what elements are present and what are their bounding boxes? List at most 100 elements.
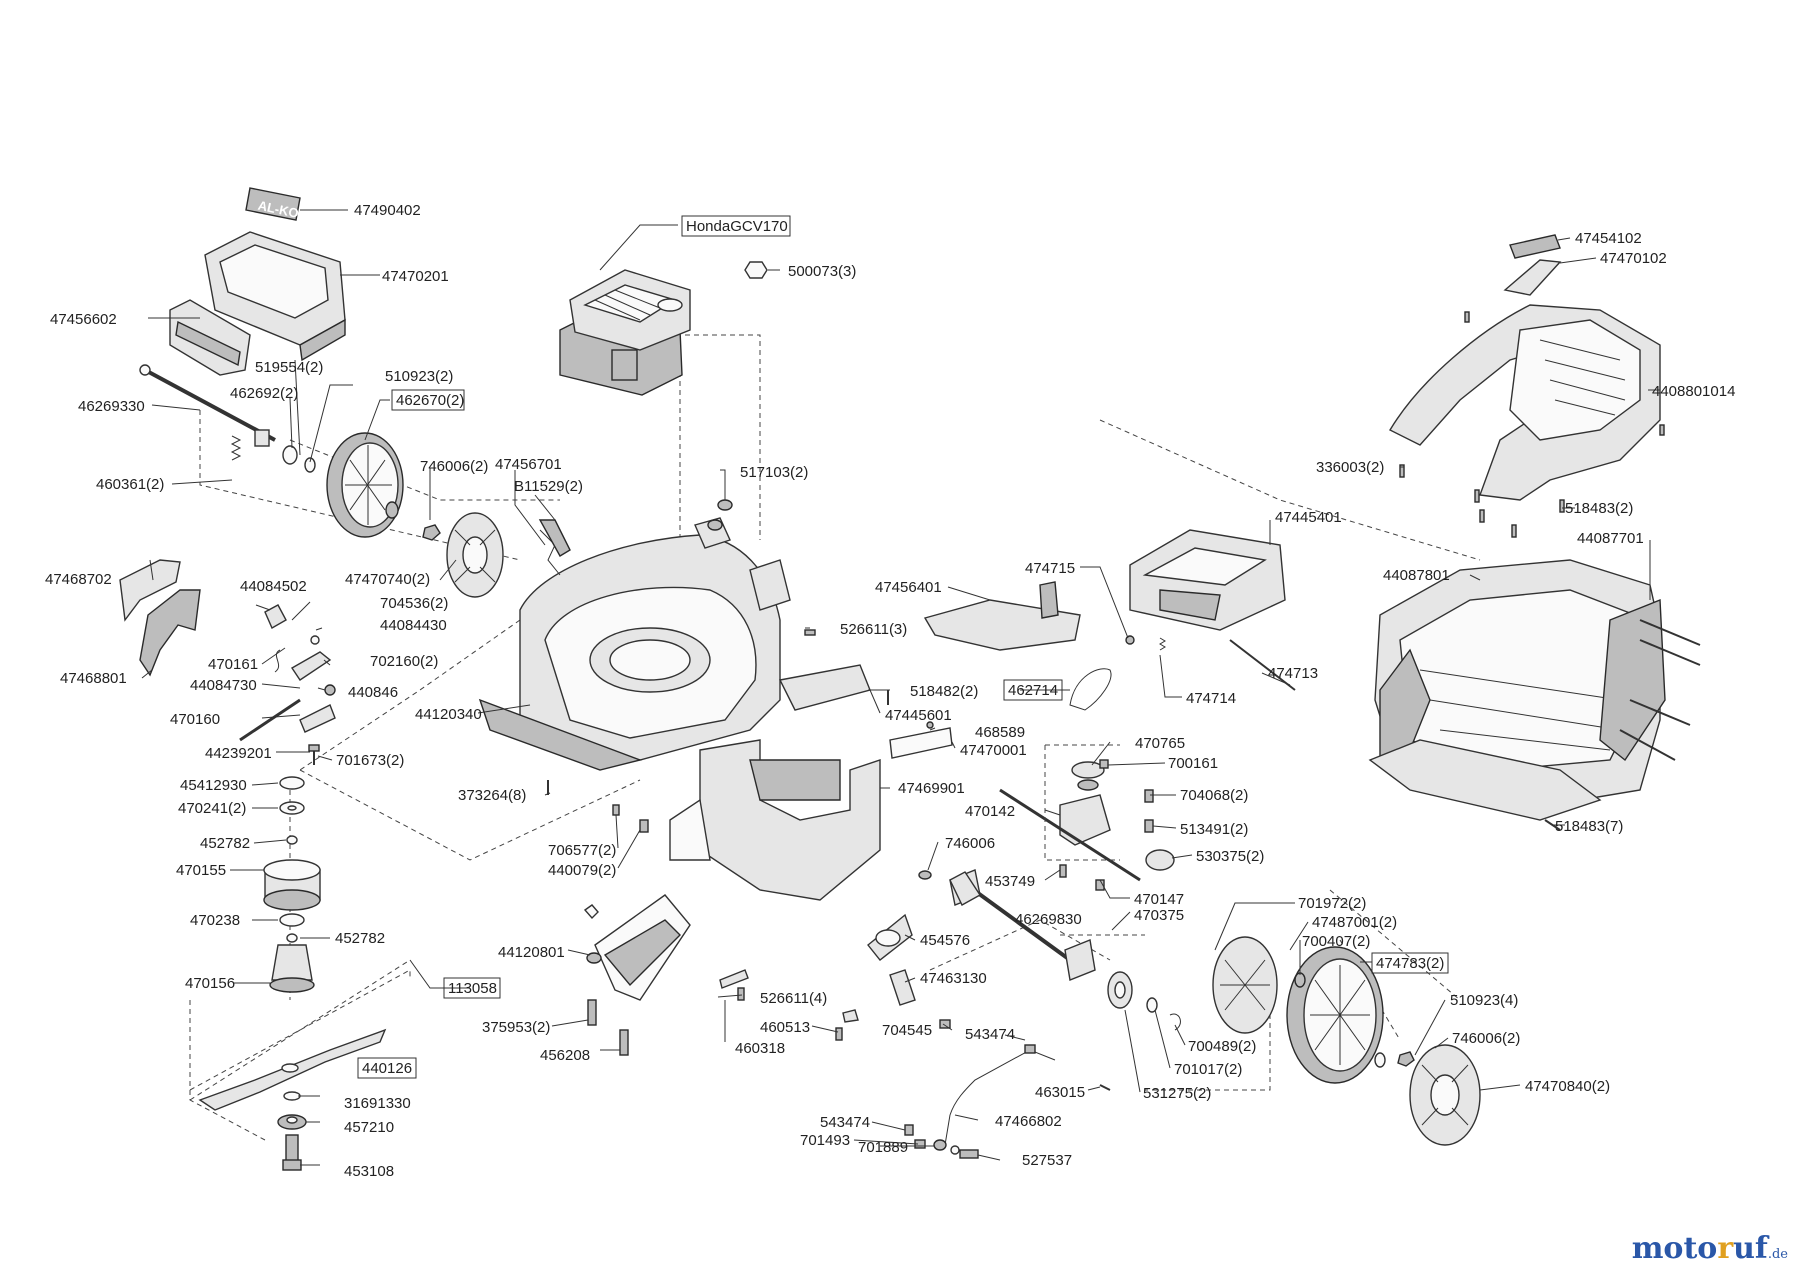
label-375953: 375953(2) xyxy=(482,1019,550,1036)
top-cover xyxy=(204,231,346,362)
label-47470840: 47470840(2) xyxy=(1525,1078,1610,1095)
label-510923a: 510923(2) xyxy=(385,368,453,385)
label-47454102: 47454102 xyxy=(1575,230,1642,247)
label-500073: 500073(3) xyxy=(788,263,856,280)
label-460361: 460361(2) xyxy=(96,476,164,493)
label-474714: 474714 xyxy=(1186,690,1236,707)
label-47466802: 47466802 xyxy=(995,1113,1062,1130)
label-47470201: 47470201 xyxy=(382,268,449,285)
rear-height-lever xyxy=(904,1044,1111,1159)
label-47490402: 47490402 xyxy=(354,202,421,219)
label-46269330: 46269330 xyxy=(78,398,145,415)
label-47445401: 47445401 xyxy=(1275,509,1342,526)
label-336003: 336003(2) xyxy=(1316,459,1384,476)
label-701493: 701493 xyxy=(800,1132,850,1149)
front-grille xyxy=(169,299,251,376)
label-701972: 701972(2) xyxy=(1298,895,1366,912)
label-47445601: 47445601 xyxy=(885,707,952,724)
label-453108: 453108 xyxy=(344,1163,394,1180)
label-527537: 527537 xyxy=(1022,1152,1072,1169)
label-460318: 460318 xyxy=(735,1040,785,1057)
label-4408801014: 4408801014 xyxy=(1652,383,1735,400)
label-526611a: 526611(3) xyxy=(840,621,907,638)
label-746006b: 746006 xyxy=(945,835,995,852)
rear-cover-47445401 xyxy=(1129,529,1286,631)
label-470155: 470155 xyxy=(176,862,226,879)
spring-460361 xyxy=(230,435,242,461)
label-44239201: 44239201 xyxy=(205,745,272,762)
label-700407: 700407(2) xyxy=(1302,933,1370,950)
chute-clips xyxy=(612,804,649,833)
label-531275: 531275(2) xyxy=(1143,1085,1211,1102)
plug-screws xyxy=(587,999,629,1056)
part-labels: 47490402 47470201 47456602 519554(2) 510… xyxy=(45,202,1735,1180)
rear-wheel xyxy=(1286,946,1384,1084)
label-543474b: 543474 xyxy=(820,1114,870,1131)
label-704068: 704068(2) xyxy=(1180,787,1248,804)
label-456208: 456208 xyxy=(540,1047,590,1064)
hub-cap-front xyxy=(446,512,504,598)
label-470241: 470241(2) xyxy=(178,800,246,817)
drive-gear-531275 xyxy=(1107,971,1181,1031)
label-440079: 440079(2) xyxy=(548,862,616,879)
deck-hardware xyxy=(538,499,816,795)
label-704545: 704545 xyxy=(882,1022,932,1039)
label-746006a: 746006(2) xyxy=(420,458,488,475)
label-701673: 701673(2) xyxy=(336,752,404,769)
label-510923b: 510923(4) xyxy=(1450,992,1518,1009)
label-45412930: 45412930 xyxy=(180,777,247,794)
label-530375: 530375(2) xyxy=(1196,848,1264,865)
label-474783: 474783(2) xyxy=(1376,955,1444,972)
label-47469901: 47469901 xyxy=(898,780,965,797)
cone-454576 xyxy=(867,913,913,961)
label-462692: 462692(2) xyxy=(230,385,298,402)
bag-screws xyxy=(1544,619,1701,831)
label-519554: 519554(2) xyxy=(255,359,323,376)
misc-hardware-center xyxy=(719,969,951,1041)
label-746006c: 746006(2) xyxy=(1452,1030,1520,1047)
brand-part1: moto xyxy=(1631,1231,1718,1266)
upper-handle xyxy=(1389,304,1665,538)
label-47463130: 47463130 xyxy=(920,970,987,987)
label-543474a: 543474 xyxy=(965,1026,1015,1043)
label-470375: 470375 xyxy=(1134,907,1184,924)
rear-chute xyxy=(669,739,881,901)
label-700489: 700489(2) xyxy=(1188,1038,1256,1055)
brand-part3: uf xyxy=(1733,1231,1768,1266)
label-470147: 470147 xyxy=(1134,891,1184,908)
label-47470102: 47470102 xyxy=(1600,250,1667,267)
label-513491: 513491(2) xyxy=(1180,821,1248,838)
rear-nut xyxy=(1374,1051,1415,1068)
label-470160: 470160 xyxy=(170,711,220,728)
label-702160: 702160(2) xyxy=(370,653,438,670)
label-526611b: 526611(4) xyxy=(760,990,827,1007)
rear-flap-47456401 xyxy=(923,581,1081,651)
label-31691330: 31691330 xyxy=(344,1095,411,1112)
label-440846: 440846 xyxy=(348,684,398,701)
label-44087701: 44087701 xyxy=(1577,530,1644,547)
label-474715: 474715 xyxy=(1025,560,1075,577)
drive-belt xyxy=(1069,668,1112,711)
label-470142: 470142 xyxy=(965,803,1015,820)
front-wheel xyxy=(326,432,404,538)
nut-746006 xyxy=(422,524,441,541)
label-44084430: 44084430 xyxy=(380,617,447,634)
brand-part2: r xyxy=(1717,1231,1734,1266)
label-boxes xyxy=(357,215,1449,1079)
label-113058: 113058 xyxy=(448,980,497,997)
label-47468702: 47468702 xyxy=(45,571,112,588)
label-704536: 704536(2) xyxy=(380,595,448,612)
watermark-brand: motoruf.de xyxy=(1632,1231,1788,1266)
label-46269830: 46269830 xyxy=(1015,911,1082,928)
rear-wheel-disc xyxy=(1212,936,1278,1034)
bracket-47463130 xyxy=(889,969,916,1006)
chute-bracket xyxy=(887,690,953,759)
label-453749: 453749 xyxy=(985,873,1035,890)
label-470156: 470156 xyxy=(185,975,235,992)
label-44087801: 44087801 xyxy=(1383,567,1450,584)
brand-tld: .de xyxy=(1767,1247,1788,1262)
label-454576: 454576 xyxy=(920,932,970,949)
label-470238: 470238 xyxy=(190,912,240,929)
label-470765: 470765 xyxy=(1135,735,1185,752)
